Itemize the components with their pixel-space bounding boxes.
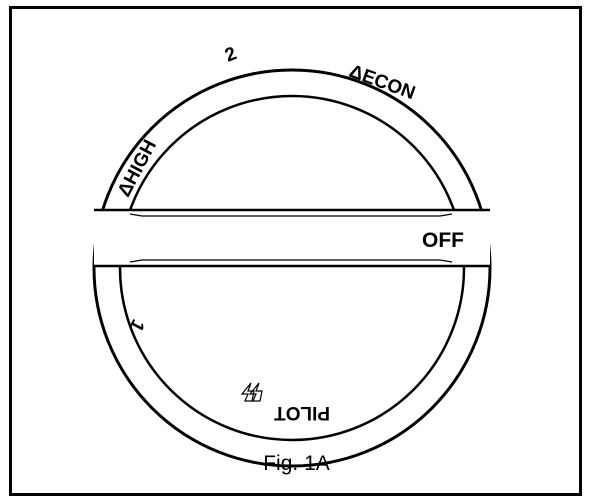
knob-handle-bar: [94, 210, 490, 266]
knob-label-2: 2: [222, 43, 240, 66]
knob-inner-ring: [118, 94, 466, 442]
knob-handle-top-bevel: [129, 213, 453, 217]
figure-caption: Fig. 1A: [263, 452, 330, 475]
knob-handle-bottom-bevel: [129, 259, 453, 263]
spark-icon: [240, 382, 263, 402]
knob-label-pilot: PILOT: [274, 402, 330, 423]
knob-label-off: OFF: [422, 229, 464, 252]
